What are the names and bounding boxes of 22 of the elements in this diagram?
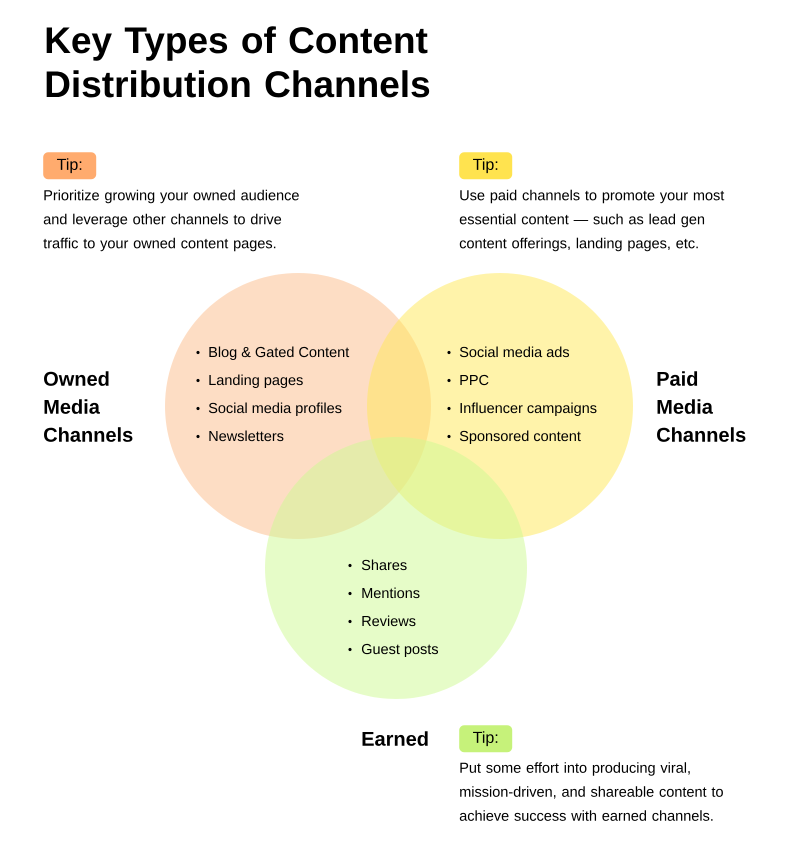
- channel-heading: Paid Media Channels: [657, 371, 746, 442]
- list-item: Blog & Gated Content: [209, 346, 350, 360]
- tip-badge: Tip:: [43, 152, 96, 180]
- list-item: Social media profiles: [208, 402, 342, 416]
- list-item: Mentions: [362, 588, 420, 598]
- tip-text: Prioritize growing your owned audience and leverage other channels to drive traffic to your owned content pages.: [43, 190, 299, 252]
- list-item: Sponsored content: [460, 430, 581, 444]
- tip-text: Put some effort into producing viral, mission-driven, and shareable content to achieve success with earned channels.: [460, 762, 723, 821]
- channel-heading: Owned Media Channels: [44, 371, 132, 442]
- channel-heading: Earned: [362, 731, 428, 746]
- list-item: Influencer campaigns: [460, 402, 596, 416]
- list-item: Shares: [362, 560, 407, 570]
- list-item: Guest posts: [362, 644, 438, 658]
- title: Key Types of Content Distribution Channels: [46, 26, 430, 98]
- tip-text: Use paid channels to promote your most essential content — such as lead gen content offerings, landing pages, etc.: [460, 190, 724, 252]
- list-item: Social media ads: [460, 346, 570, 358]
- tip-badge: Tip:: [459, 152, 512, 180]
- list-item: Reviews: [362, 616, 416, 626]
- list-item: Landing pages: [209, 374, 303, 388]
- list-item: Newsletters: [209, 430, 284, 442]
- list-item: PPC: [460, 374, 488, 386]
- tip-badge: Tip:: [459, 725, 512, 752]
